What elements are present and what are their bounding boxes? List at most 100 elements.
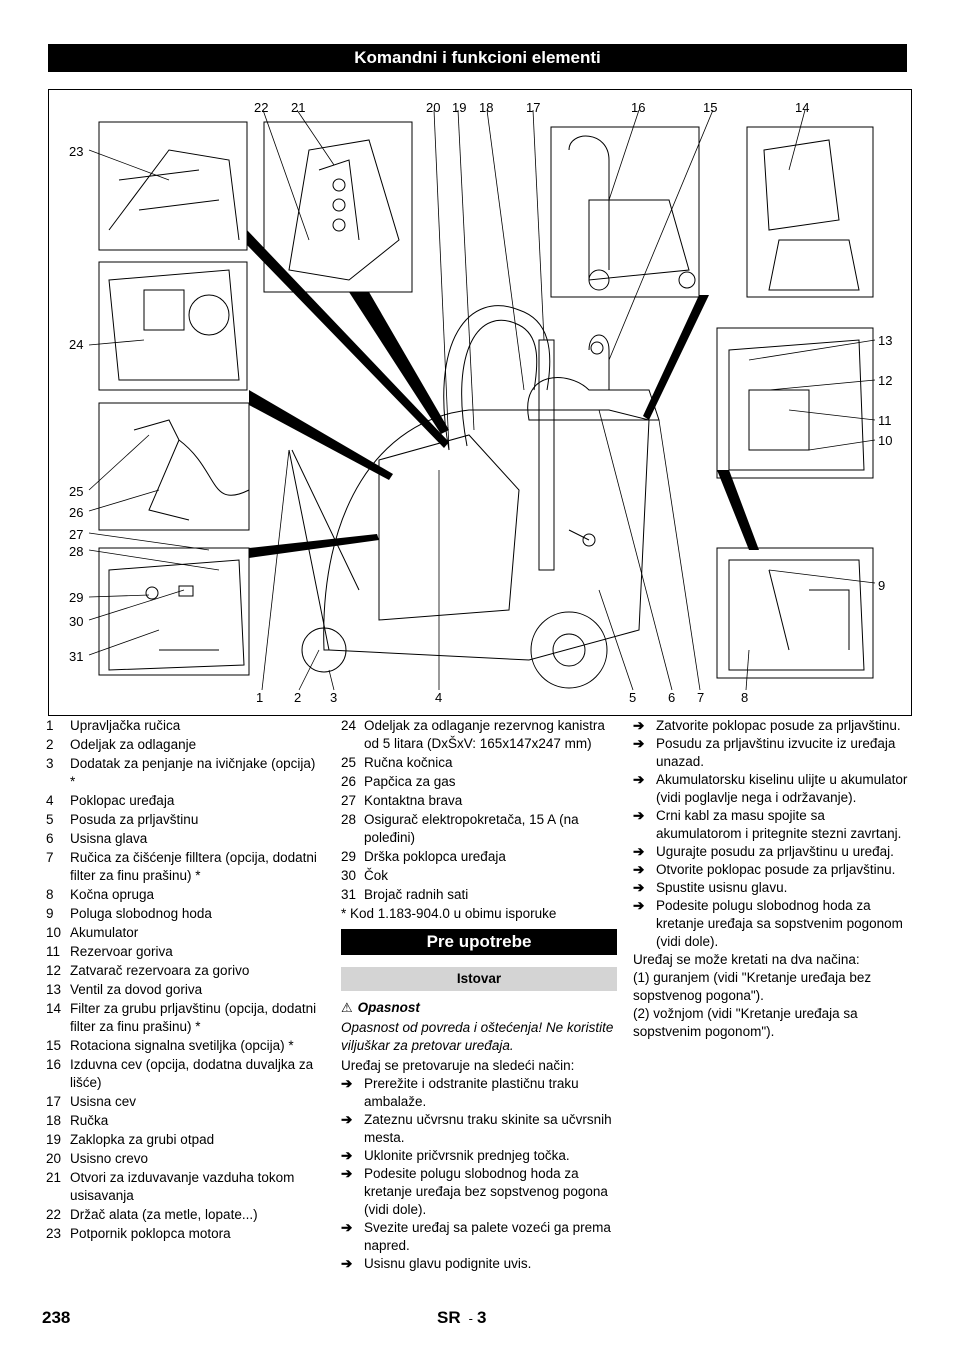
callout-23: 23 — [69, 144, 84, 159]
arrow-icon: ➔ — [633, 844, 645, 859]
step-item: ➔Svezite uređaj sa palete vozeći ga prem… — [341, 1220, 611, 1253]
page-title: Komandni i funkcioni elementi — [48, 44, 907, 72]
callout-21: 21 — [291, 100, 306, 115]
step-item: ➔Uklonite pričvrsnik prednjeg točka. — [341, 1148, 570, 1163]
footer-section-page: 3 — [476, 1308, 487, 1327]
footer-section: SR-3 — [437, 1308, 486, 1328]
callout-18: 18 — [479, 100, 494, 115]
danger-label: Opasnost — [357, 1000, 420, 1015]
arrow-icon: ➔ — [341, 1076, 353, 1091]
callout-19: 19 — [452, 100, 467, 115]
callout-25: 25 — [69, 484, 84, 499]
callout-6: 6 — [668, 690, 676, 705]
closing-line: (2) vožnjom (vidi "Kretanje uređaja sa s… — [633, 1006, 858, 1039]
callout-3: 3 — [330, 690, 338, 705]
subsection-title: Istovar — [341, 967, 617, 991]
arrow-icon: ➔ — [341, 1166, 353, 1181]
callout-30: 30 — [69, 614, 84, 629]
callout-8: 8 — [741, 690, 749, 705]
callout-27: 27 — [69, 527, 84, 542]
callout-5: 5 — [629, 690, 637, 705]
step-item: ➔Otvorite poklopac posude za prljavštinu… — [633, 862, 896, 877]
callout-17: 17 — [526, 100, 541, 115]
step-item: ➔Zateznu učvrsnu traku skinite sa učvrsn… — [341, 1112, 612, 1145]
footer-lang: SR — [437, 1308, 461, 1327]
code-note: * Kod 1.183-904.0 u obimu isporuke — [341, 906, 557, 921]
callout-11: 11 — [878, 413, 892, 428]
step-item: ➔Akumulatorsku kiselinu ulijte u akumula… — [633, 772, 908, 805]
callout-28: 28 — [69, 544, 84, 559]
arrow-icon: ➔ — [633, 772, 645, 787]
callout-7: 7 — [697, 690, 705, 705]
callout-20: 20 — [426, 100, 441, 115]
warning-triangle-icon: ⚠ — [341, 1000, 353, 1015]
section-title: Pre upotrebe — [341, 929, 617, 955]
callout-14: 14 — [795, 100, 810, 115]
callout-24: 24 — [69, 337, 84, 352]
arrow-icon: ➔ — [633, 718, 645, 733]
callout-15: 15 — [703, 100, 718, 115]
page-number: 238 — [42, 1308, 71, 1327]
closing-line: Uređaj se može kretati na dva načina: — [633, 952, 860, 967]
arrow-icon: ➔ — [633, 898, 645, 913]
arrow-icon: ➔ — [633, 862, 645, 877]
footer-dash: - — [468, 1311, 473, 1326]
arrow-icon: ➔ — [633, 736, 645, 751]
arrow-icon: ➔ — [633, 808, 645, 823]
step-item: ➔Posudu za prljavštinu izvucite iz uređa… — [633, 736, 896, 769]
arrow-icon: ➔ — [341, 1148, 353, 1163]
arrow-icon: ➔ — [341, 1256, 353, 1271]
step-item: ➔Usisnu glavu podignite uvis. — [341, 1256, 532, 1271]
callout-16: 16 — [631, 100, 646, 115]
step-item: ➔Spustite usisnu glavu. — [633, 880, 788, 895]
callout-31: 31 — [69, 649, 84, 664]
callout-26: 26 — [69, 505, 84, 520]
step-item: ➔Ugurajte posudu za prljavštinu u uređaj… — [633, 844, 894, 859]
callout-2: 2 — [294, 690, 302, 705]
callout-13: 13 — [878, 333, 893, 348]
step-item: ➔Crni kabl za masu spojite sa akumulator… — [633, 808, 902, 841]
closing-line: (1) guranjem (vidi "Kretanje uređaja bez… — [633, 970, 872, 1003]
callout-1: 1 — [256, 690, 264, 705]
arrow-icon: ➔ — [341, 1220, 353, 1235]
machine-drawing — [88, 109, 876, 691]
steps-column-3: ➔Zatvorite poklopac posude za prljavštin… — [633, 717, 913, 1041]
callout-22: 22 — [254, 100, 269, 115]
step-item: ➔Podesite polugu slobodnog hoda za kreta… — [341, 1166, 608, 1217]
callout-10: 10 — [878, 433, 893, 448]
step-item: ➔Zatvorite poklopac posude za prljavštin… — [633, 718, 901, 733]
danger-text: Opasnost od povreda i oštećenja! Ne kori… — [341, 1020, 614, 1053]
callout-9: 9 — [878, 578, 886, 593]
arrow-icon: ➔ — [341, 1112, 353, 1127]
callout-12: 12 — [878, 373, 893, 388]
